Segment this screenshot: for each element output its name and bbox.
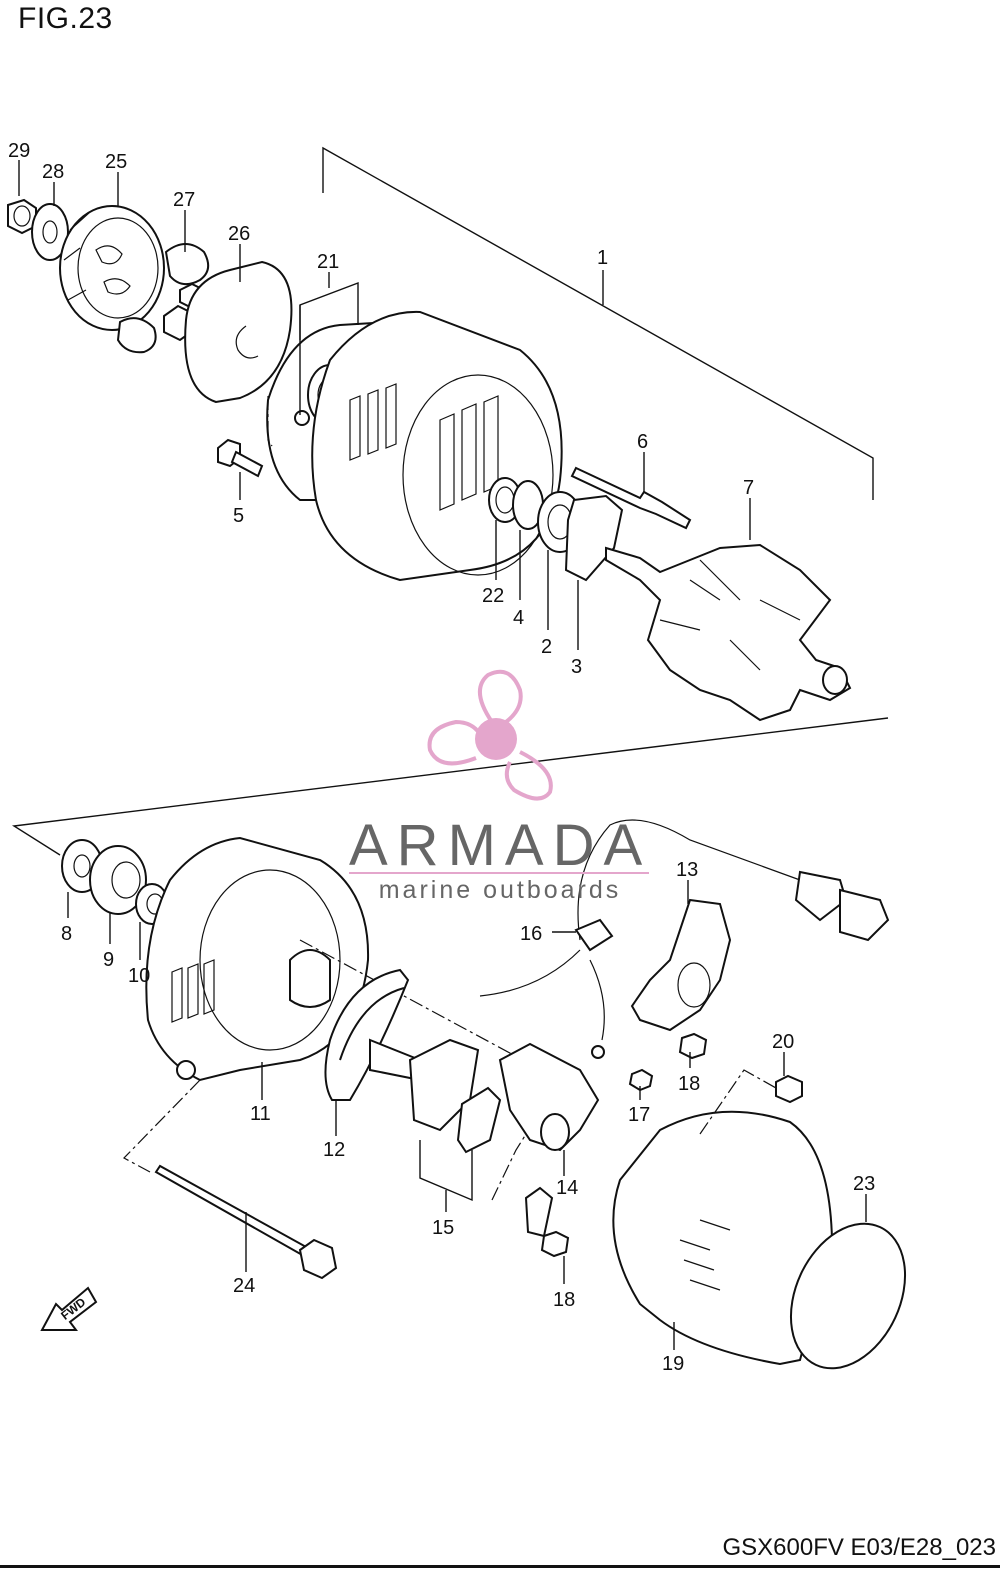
callout-12: 12 — [323, 1139, 345, 1161]
callout-25: 25 — [105, 151, 127, 173]
callout-23: 23 — [853, 1173, 875, 1195]
callout-24: 24 — [233, 1275, 255, 1297]
bolt-18b — [540, 1230, 570, 1258]
callout-28: 28 — [42, 161, 64, 183]
stud-6 — [570, 466, 692, 530]
sensor-harness-16 — [479, 819, 890, 1059]
pulley-25 — [59, 205, 165, 331]
bolt-5 — [217, 396, 273, 478]
long-bolt-24 — [154, 1164, 338, 1280]
callout-6: 6 — [637, 431, 648, 453]
brush-holder-15 — [408, 1038, 502, 1202]
callout-14: 14 — [556, 1177, 578, 1199]
callout-9: 9 — [103, 949, 114, 971]
arrow-icon — [40, 1286, 98, 1331]
callout-8: 8 — [61, 923, 72, 945]
callout-17: 17 — [628, 1104, 650, 1126]
callout-5: 5 — [233, 505, 244, 527]
plate-3 — [564, 494, 624, 582]
callout-21: 21 — [317, 251, 339, 273]
callout-7: 7 — [743, 477, 754, 499]
figure-code: GSX600FV E03/E28_023 — [722, 1534, 996, 1561]
callout-18-lower: 18 — [553, 1289, 575, 1311]
watermark-tagline: marine outboards — [378, 876, 622, 904]
callout-20: 20 — [772, 1031, 794, 1053]
armada-logo-icon — [427, 669, 553, 801]
bearing-9 — [89, 845, 147, 915]
housing-rear-11 — [145, 836, 370, 1082]
watermark-brand: ARMADA — [349, 813, 652, 878]
callout-15: 15 — [432, 1217, 454, 1239]
callout-4: 4 — [513, 607, 524, 629]
stator-cover-13 — [630, 898, 732, 1032]
callout-18-upper: 18 — [678, 1073, 700, 1095]
bracket-clip — [524, 1186, 554, 1238]
callout-bracket-21 — [299, 281, 359, 415]
nut-20 — [775, 1074, 803, 1104]
callout-1: 1 — [597, 247, 608, 269]
callout-27: 27 — [173, 189, 195, 211]
bolt-18a — [678, 1032, 708, 1060]
callout-3: 3 — [571, 656, 582, 678]
regulator-14 — [498, 1042, 600, 1152]
callout-16: 16 — [520, 923, 542, 945]
callout-19: 19 — [662, 1353, 684, 1375]
watermark-divider — [349, 872, 649, 874]
callout-13: 13 — [676, 859, 698, 881]
assembly-bracket-1 — [11, 146, 889, 856]
cap-23 — [789, 1222, 907, 1370]
rear-cover-19 — [612, 1069, 834, 1366]
bottom-border — [0, 1565, 1000, 1568]
callout-11: 11 — [250, 1103, 271, 1125]
damper-26 — [184, 260, 293, 404]
cover-plate-12 — [324, 968, 421, 1101]
callout-2: 2 — [541, 636, 552, 658]
nut-29 — [7, 198, 37, 235]
callout-10: 10 — [128, 965, 150, 987]
washer-28 — [31, 203, 69, 261]
callout-22: 22 — [482, 585, 504, 607]
leader-lines — [18, 160, 867, 1350]
callout-29: 29 — [8, 140, 30, 162]
rotor-7 — [605, 543, 852, 722]
alternator-housing-front — [311, 310, 563, 582]
figure-title: FIG.23 — [18, 2, 113, 35]
screw-17 — [628, 1068, 654, 1092]
callout-labels: 29 28 25 27 26 21 1 6 7 5 22 4 2 3 8 9 1… — [8, 140, 875, 1375]
fwd-direction-marker: FWD — [40, 1286, 98, 1331]
callout-26: 26 — [228, 223, 250, 245]
